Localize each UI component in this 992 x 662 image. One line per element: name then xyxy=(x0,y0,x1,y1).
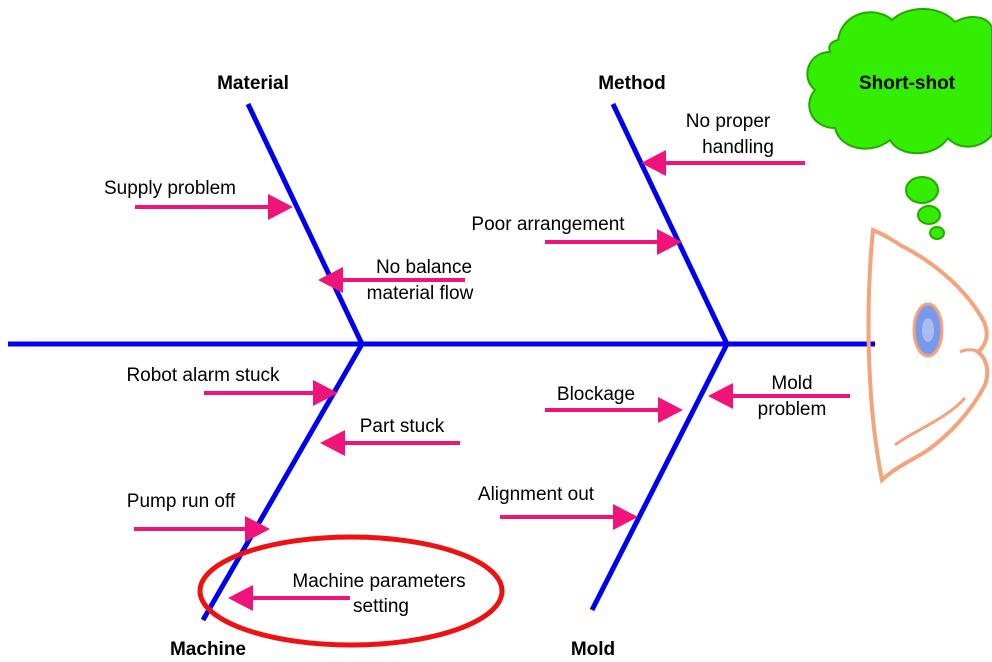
cause-machine-parameters-line1: Machine parameters xyxy=(292,571,465,592)
cause-no-proper-line2: handling xyxy=(702,137,774,158)
thought-bubbles xyxy=(905,176,945,240)
mold-bone xyxy=(589,342,730,612)
effect-label: Short-shot xyxy=(859,73,956,94)
cause-no-balance-line1: No balance xyxy=(376,257,472,278)
highlight-ellipse xyxy=(197,534,505,648)
method-bone xyxy=(610,102,730,346)
arrow-robot-alarm-stuck xyxy=(204,380,338,406)
arrow-no-balance xyxy=(318,267,465,293)
fish-head xyxy=(866,227,990,485)
cause-part-stuck: Part stuck xyxy=(360,416,445,437)
cause-supply-problem: Supply problem xyxy=(104,178,236,199)
cause-poor-arrangement: Poor arrangement xyxy=(471,214,625,235)
cause-no-proper-line1: No proper xyxy=(686,111,771,132)
cause-mold-problem-line2: problem xyxy=(758,399,827,420)
arrow-blockage xyxy=(545,397,683,423)
machine-bone xyxy=(200,342,365,622)
cause-pump-run-off: Pump run off xyxy=(127,491,236,512)
category-method: Method xyxy=(598,73,666,94)
arrow-no-proper-handling xyxy=(641,150,805,176)
cause-robot-alarm-stuck: Robot alarm stuck xyxy=(126,365,280,386)
arrow-machine-parameters xyxy=(228,585,350,611)
category-material: Material xyxy=(217,73,289,94)
cause-alignment-out: Alignment out xyxy=(478,484,595,505)
cause-blockage: Blockage xyxy=(557,384,635,405)
arrow-poor-arrangement xyxy=(545,229,682,255)
cause-no-balance-line2: material flow xyxy=(367,283,474,304)
arrow-pump-run-off xyxy=(134,516,270,542)
arrow-part-stuck xyxy=(320,430,460,456)
effect-cloud: Short-shot xyxy=(806,8,992,155)
arrow-alignment-out xyxy=(500,504,638,530)
arrow-mold-problem xyxy=(708,383,850,409)
cause-mold-problem-line1: Mold xyxy=(771,373,812,394)
category-machine: Machine xyxy=(170,639,246,660)
material-bone xyxy=(245,102,365,346)
arrow-supply-problem xyxy=(135,194,293,220)
cause-machine-parameters-line2: setting xyxy=(353,596,409,617)
category-mold: Mold xyxy=(571,639,615,660)
cause-arrows xyxy=(134,150,850,611)
